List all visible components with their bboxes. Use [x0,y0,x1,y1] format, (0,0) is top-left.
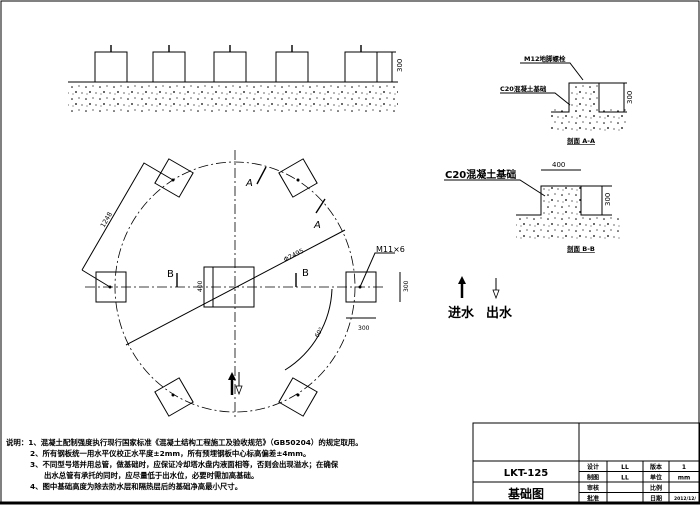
diameter-dim: Φ2495 [282,247,305,264]
section-a-right: A [313,220,321,231]
tb-label: 单位 [650,474,662,482]
title-block: LKT-125 基础图 设计 LL 版本 1 制图 LL 单位 mm 审核 比例… [472,422,700,504]
section-b-right: B [302,268,309,279]
note-item: 4、图中基础高度为除去防水层和隔热层后的基础净高最小尺寸。 [30,482,243,491]
bb-dim-width: 400 [552,161,565,169]
tb-label: 日期 [650,495,662,503]
aa-title: 剖面 A-A [567,136,595,145]
aa-concrete-label: C20混凝土基础 [500,84,547,93]
bolt-label: M11×6 [376,245,405,254]
tb-value: LL [621,475,629,482]
tb-label: 批准 [587,495,599,503]
note-item: 出水总管有承托的同时，应尽量低于出水位，必要时需加高基础。 [44,471,259,480]
note-item: 1、混凝土配制强度执行现行国家标准《混凝土结构工程施工及验收规范》（GB5020… [28,438,363,447]
aa-bolt-label: M12地脚螺栓 [524,54,566,63]
tb-label: 制图 [587,474,599,482]
pad-height-dim: 300 [403,280,410,292]
elevation-dim-height: 300 [396,59,404,72]
tb-value: mm [678,475,691,482]
flow-legend: 进水 出水 [448,276,513,321]
inlet-arrow-icon [458,276,466,284]
tb-label: 比例 [650,484,662,492]
flow-arrows-icon [228,372,243,396]
drawing-name: 基础图 [507,486,544,501]
tb-label: 版本 [649,463,663,471]
tb-value: 2012/12/ [674,496,696,502]
model-number: LKT-125 [504,468,549,479]
section-bb: 400 300 C20混凝土基础 剖面 B-B [444,161,621,253]
center-width-dim: 400 [197,280,204,292]
chord-dim: 1248 [99,211,114,229]
bb-concrete-label: C20混凝土基础 [445,168,516,181]
note-item: 2、所有钢板统一用水平仪校正水平度±2mm，所有预埋钢板中心标高偏差±4mm。 [30,449,311,458]
tb-label: 审核 [587,484,599,492]
tb-label: 设计 [587,463,599,471]
section-a-top: A [245,178,253,189]
bb-dim-height: 300 [604,193,612,206]
outlet-arrow-icon [492,289,500,300]
notes-heading: 说明： [6,438,29,447]
tb-value: 1 [682,464,686,471]
plan-view: 400 Φ2495 1248 B B A A M11× [81,150,410,420]
section-b-left: B [167,269,174,280]
bb-title: 剖面 B-B [567,244,595,253]
notes: 说明：1、混凝土配制强度执行现行国家标准《混凝土结构工程施工及验收规范》（GB5… [6,437,363,492]
section-aa: 300 M12地脚螺栓 C20混凝土基础 剖面 A-A [500,54,634,145]
pad-width-dim: 300 [358,325,370,332]
outlet-label: 出水 [486,305,513,321]
tb-value: LL [621,464,629,471]
aa-dim-height: 300 [626,91,634,104]
note-item: 3、不同型号塔并用总管，做基础时，应保证冷却塔水盘内液面相等，否则会出现溢水；在… [30,460,339,469]
angle-dim: 60° [314,326,325,339]
elevation-view: 300 [68,45,404,112]
inlet-label: 进水 [448,305,475,321]
